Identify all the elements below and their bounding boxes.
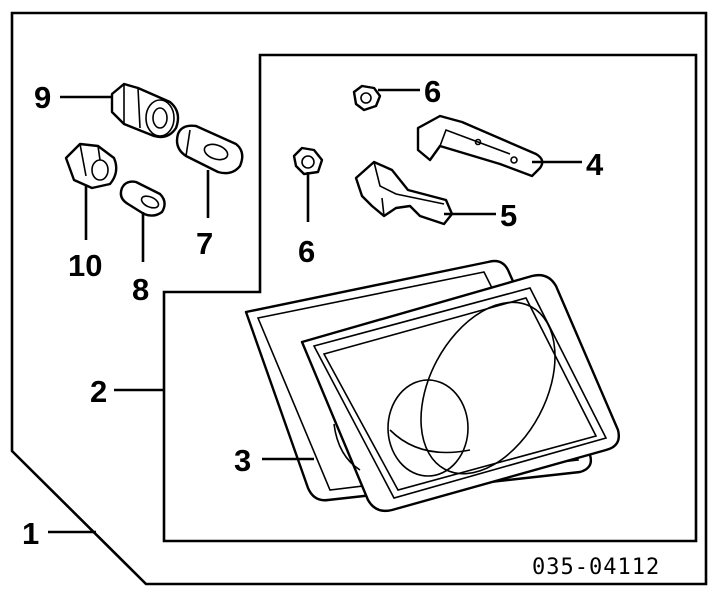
reflector-small — [387, 379, 469, 477]
callout-9: 9 — [34, 80, 51, 115]
lamp-group-outline — [162, 53, 698, 543]
nut-6-top — [352, 84, 382, 112]
callout-8: 8 — [132, 272, 149, 307]
reflector-large — [420, 301, 556, 475]
bulb-7 — [175, 124, 244, 175]
callout-10: 10 — [68, 248, 102, 283]
lamp-housing — [244, 259, 620, 513]
callout-7: 7 — [196, 226, 213, 261]
callout-6-left: 6 — [298, 234, 315, 269]
assembly-outline — [10, 11, 708, 586]
bulb-8 — [119, 180, 166, 217]
nut-6-left — [292, 146, 324, 176]
callout-3: 3 — [234, 443, 251, 478]
bracket-5 — [354, 160, 454, 226]
bracket-4 — [416, 114, 544, 178]
callout-6-top: 6 — [424, 74, 441, 109]
leader-lines — [48, 88, 582, 534]
callout-2: 2 — [90, 374, 107, 409]
drawing-code: 035-04112 — [532, 555, 660, 580]
socket-9 — [110, 82, 180, 139]
callout-4: 4 — [586, 147, 604, 182]
callout-5: 5 — [500, 198, 517, 233]
socket-10 — [64, 142, 118, 190]
callout-1: 1 — [22, 516, 39, 551]
